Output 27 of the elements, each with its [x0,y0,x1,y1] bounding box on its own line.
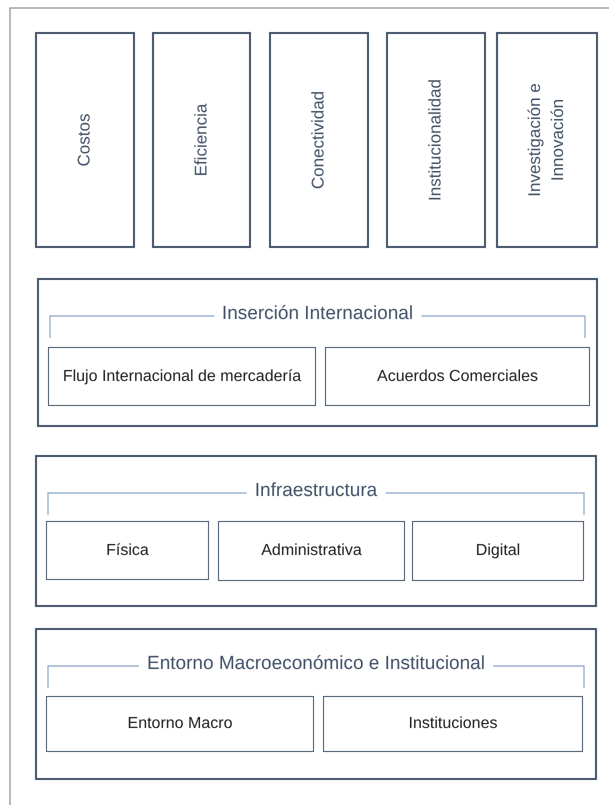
item-label: Digital [474,541,522,562]
category-box [152,32,251,248]
category-label: Eficiencia [190,102,212,178]
item-label: Instituciones [408,714,498,734]
group-panel [35,628,597,780]
item-label: Flujo Internacional de mercadería [62,366,302,387]
category-box [35,32,135,248]
category-label: Institucionalidad [424,78,446,203]
item-label: Acuerdos Comerciales [376,366,539,387]
category-box [496,32,598,248]
category-label: Costos [74,112,95,168]
group-panel [35,455,597,607]
category-label: Investigación e Innovación [524,82,568,199]
category-box [386,32,486,248]
category-label: Conectividad [308,90,329,192]
item-box [46,521,209,580]
item-box [323,696,583,752]
item-label: Física [105,540,150,561]
item-label: Administrativa [260,541,363,562]
item-box [218,521,405,581]
item-box [48,347,316,406]
item-box [412,521,584,581]
item-box [46,696,314,752]
item-label: Entorno Macro [126,714,234,734]
group-panel [37,278,598,427]
category-box [269,32,369,248]
item-box [325,347,590,406]
